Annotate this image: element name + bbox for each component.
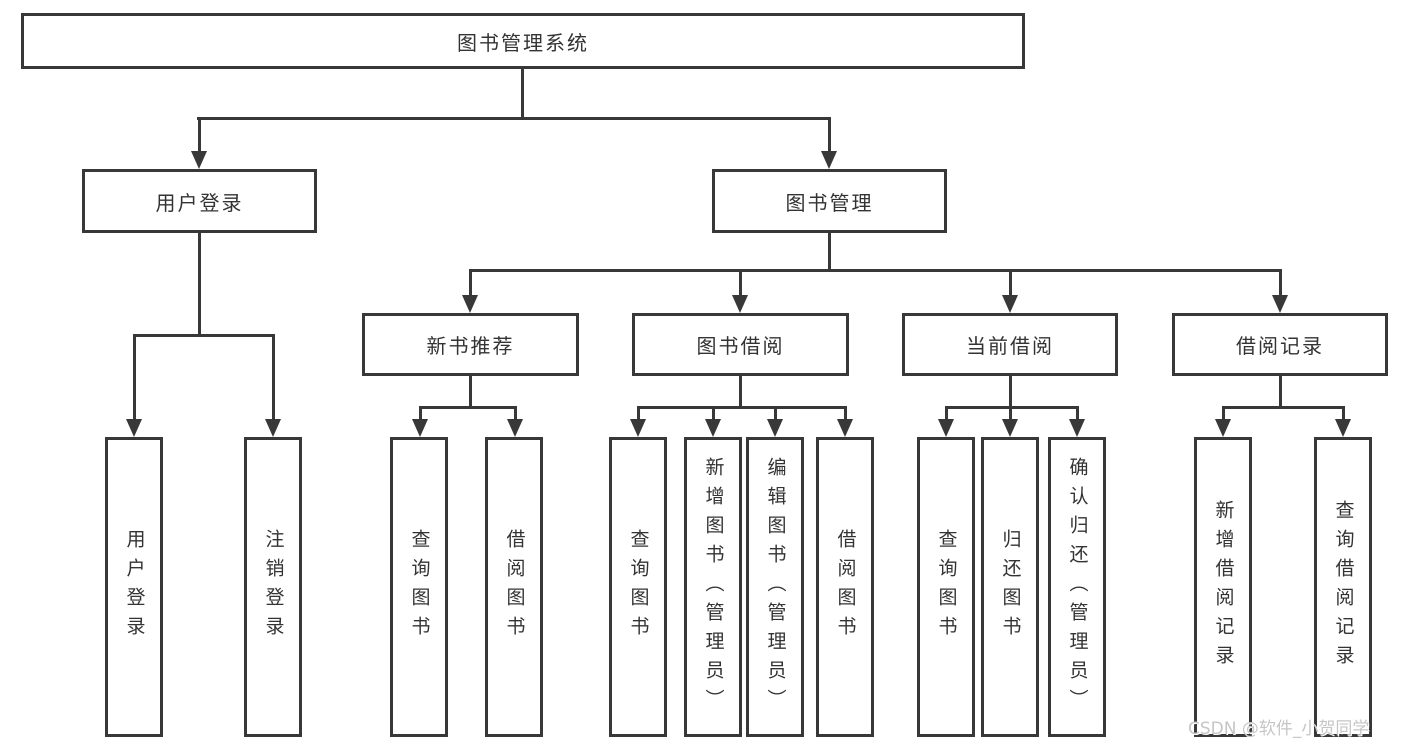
connector-book-mgmt-hbar bbox=[469, 269, 1282, 272]
leaf-new-book-query: 查询图书 bbox=[390, 437, 448, 737]
arrowhead-book-borrow-leaf-1 bbox=[630, 419, 646, 437]
leaf-record-query: 查询借阅记录 bbox=[1314, 437, 1372, 737]
arrowhead-book-borrow-leaf-3 bbox=[767, 419, 783, 437]
leaf-borrow-edit-admin: 编辑图书（管理员） bbox=[746, 437, 804, 737]
arrowhead-to-current-borrow bbox=[1002, 295, 1018, 313]
arrowhead-current-borrow-leaf-2 bbox=[1002, 419, 1018, 437]
arrowhead-to-user-login bbox=[191, 151, 207, 169]
arrowhead-borrow-record-leaf-1 bbox=[1215, 419, 1231, 437]
connector-book-mgmt-branch-1 bbox=[469, 269, 472, 297]
leaf-borrow-query: 查询图书 bbox=[609, 437, 667, 737]
connector-borrow-record-stem bbox=[1279, 376, 1282, 409]
leaf-current-query: 查询图书 bbox=[917, 437, 975, 737]
connector-borrow-record-hbar bbox=[1222, 406, 1344, 409]
connector-current-borrow-branch-1 bbox=[945, 406, 948, 421]
connector-book-mgmt-stem bbox=[828, 233, 831, 272]
arrowhead-to-book-mgmt bbox=[821, 151, 837, 169]
connector-new-book-branch-1 bbox=[419, 406, 422, 421]
connector-book-borrow-branch-2 bbox=[712, 406, 715, 421]
connector-book-borrow-branch-3 bbox=[774, 406, 777, 421]
leaf-new-book-query-label: 查询图书 bbox=[408, 529, 431, 645]
node-new-book: 新书推荐 bbox=[362, 313, 579, 376]
arrowhead-new-book-leaf-2 bbox=[507, 419, 523, 437]
node-user-login: 用户登录 bbox=[82, 169, 317, 233]
leaf-borrow-borrow: 借阅图书 bbox=[816, 437, 874, 737]
connector-borrow-record-branch-2 bbox=[1342, 406, 1345, 421]
leaf-borrow-borrow-label: 借阅图书 bbox=[834, 529, 857, 645]
connector-book-borrow-stem bbox=[739, 376, 742, 409]
connector-new-book-stem bbox=[469, 376, 472, 409]
leaf-borrow-edit-admin-label: 编辑图书（管理员） bbox=[764, 456, 787, 718]
arrowhead-to-new-book bbox=[462, 295, 478, 313]
arrowhead-current-borrow-leaf-1 bbox=[938, 419, 954, 437]
connector-current-borrow-branch-2 bbox=[1009, 406, 1012, 421]
leaf-current-return-label: 归还图书 bbox=[999, 529, 1022, 645]
leaf-user-login-label: 用户登录 bbox=[123, 529, 146, 645]
connector-new-book-branch-2 bbox=[514, 406, 517, 421]
leaf-logout: 注销登录 bbox=[244, 437, 302, 737]
node-book-borrow-label: 图书借阅 bbox=[696, 334, 785, 358]
leaf-borrow-add-admin-label: 新增图书（管理员） bbox=[702, 456, 725, 718]
node-borrow-record-label: 借阅记录 bbox=[1236, 334, 1324, 358]
leaf-new-book-borrow: 借阅图书 bbox=[485, 437, 543, 737]
node-borrow-record: 借阅记录 bbox=[1172, 313, 1388, 376]
arrowhead-borrow-record-leaf-2 bbox=[1335, 419, 1351, 437]
connector-borrow-record-branch-1 bbox=[1222, 406, 1225, 421]
arrowhead-to-leaf-login bbox=[126, 419, 142, 437]
arrowhead-book-borrow-leaf-2 bbox=[705, 419, 721, 437]
connector-root-stem bbox=[521, 69, 524, 120]
connector-book-borrow-hbar bbox=[637, 406, 846, 409]
leaf-record-query-label: 查询借阅记录 bbox=[1332, 500, 1355, 674]
node-new-book-label: 新书推荐 bbox=[426, 334, 515, 358]
leaf-user-login: 用户登录 bbox=[105, 437, 163, 737]
leaf-record-add: 新增借阅记录 bbox=[1194, 437, 1252, 737]
connector-root-branch-right bbox=[828, 117, 831, 153]
node-book-mgmt: 图书管理 bbox=[712, 169, 947, 233]
node-root-label: 图书管理系统 bbox=[457, 30, 589, 55]
arrowhead-new-book-leaf-1 bbox=[412, 419, 428, 437]
node-current-borrow-label: 当前借阅 bbox=[966, 334, 1054, 358]
connector-root-hbar bbox=[197, 117, 831, 120]
connector-current-borrow-branch-3 bbox=[1076, 406, 1079, 421]
arrowhead-current-borrow-leaf-3 bbox=[1069, 419, 1085, 437]
leaf-record-add-label: 新增借阅记录 bbox=[1212, 500, 1235, 674]
arrowhead-to-borrow-record bbox=[1272, 295, 1288, 313]
connector-current-borrow-stem bbox=[1009, 376, 1012, 409]
leaf-logout-label: 注销登录 bbox=[262, 529, 285, 645]
leaf-current-query-label: 查询图书 bbox=[935, 529, 958, 645]
node-current-borrow: 当前借阅 bbox=[902, 313, 1118, 376]
node-book-borrow: 图书借阅 bbox=[632, 313, 849, 376]
node-book-mgmt-label: 图书管理 bbox=[785, 190, 874, 215]
leaf-new-book-borrow-label: 借阅图书 bbox=[503, 529, 526, 645]
leaf-current-return: 归还图书 bbox=[981, 437, 1039, 737]
arrowhead-to-leaf-logout bbox=[265, 419, 281, 437]
connector-book-mgmt-branch-3 bbox=[1009, 269, 1012, 297]
connector-new-book-hbar bbox=[419, 406, 516, 409]
arrowhead-book-borrow-leaf-4 bbox=[837, 419, 853, 437]
csdn-watermark: CSDN @软件_小贺同学 bbox=[1188, 719, 1370, 739]
connector-user-login-hbar bbox=[133, 334, 275, 337]
leaf-borrow-query-label: 查询图书 bbox=[627, 529, 650, 645]
arrowhead-to-book-borrow bbox=[732, 295, 748, 313]
leaf-current-confirm-admin-label: 确认归还（管理员） bbox=[1066, 456, 1089, 718]
leaf-current-confirm-admin: 确认归还（管理员） bbox=[1048, 437, 1106, 737]
connector-root-branch-left bbox=[198, 117, 201, 153]
node-root-library-system: 图书管理系统 bbox=[21, 13, 1025, 69]
connector-book-borrow-branch-1 bbox=[637, 406, 640, 421]
connector-book-mgmt-branch-2 bbox=[739, 269, 742, 297]
connector-user-login-branch-1 bbox=[133, 334, 136, 420]
connector-user-login-branch-2 bbox=[272, 334, 275, 420]
connector-book-mgmt-branch-4 bbox=[1279, 269, 1282, 297]
connector-user-login-stem bbox=[198, 233, 201, 337]
node-user-login-label: 用户登录 bbox=[155, 190, 244, 215]
leaf-borrow-add-admin: 新增图书（管理员） bbox=[684, 437, 742, 737]
connector-book-borrow-branch-4 bbox=[844, 406, 847, 421]
